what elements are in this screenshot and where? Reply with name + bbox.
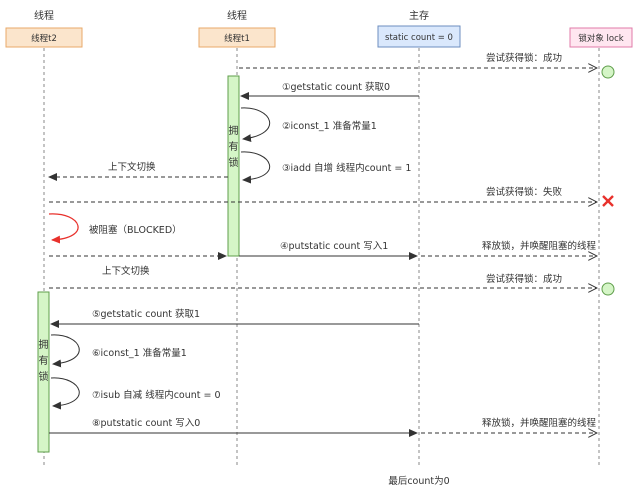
step7-label: ⑦isub 自减 线程内count = 0 (92, 389, 221, 401)
success-icon (601, 282, 615, 296)
main-box-label: static count = 0 (385, 33, 453, 43)
final-result-label: 最后count为0 (388, 475, 449, 487)
step4-label: ④putstatic count 写入1 (280, 241, 388, 252)
step8-label: ⑧putstatic count 写入0 (92, 418, 200, 429)
step2-self-arrow (240, 107, 271, 143)
step6-self-arrow (50, 334, 80, 368)
release-1-label: 释放锁，并唤醒阻塞的线程 (482, 240, 597, 252)
t1-activation-label: 拥有锁 (229, 124, 239, 169)
fail-icon (602, 195, 614, 207)
success-icon (601, 65, 615, 79)
t1-activation-bar: 拥有锁 (227, 75, 240, 257)
blocked-self-arrow (48, 213, 79, 244)
t2-activation-label: 拥有锁 (39, 338, 49, 383)
step6-label: ⑥iconst_1 准备常量1 (92, 347, 187, 359)
try-lock-3-label: 尝试获得锁：成功 (486, 273, 562, 285)
t2-top-label: 线程 (34, 9, 54, 22)
step7-self-arrow (50, 377, 80, 410)
t1-top-label: 线程 (227, 9, 247, 22)
step1-label: ①getstatic count 获取0 (282, 82, 390, 93)
try-lock-1-label: 尝试获得锁：成功 (486, 52, 562, 64)
context-switch-1-label: 上下文切换 (108, 161, 156, 173)
step3-label: ③iadd 自增 线程内count = 1 (282, 162, 411, 174)
main-top-label: 主存 (409, 9, 429, 22)
lock-box-label: 锁对象 lock (578, 33, 623, 44)
step3-self-arrow (240, 151, 271, 184)
context-switch-2-label: 上下文切换 (102, 265, 150, 277)
lock-object-box: 锁对象 lock (569, 27, 633, 48)
release-2-label: 释放锁，并唤醒阻塞的线程 (482, 417, 597, 429)
step5-label: ⑤getstatic count 获取1 (92, 309, 200, 320)
main-memory-box: static count = 0 (377, 25, 461, 48)
t2-box-label: 线程t2 (31, 33, 57, 44)
t2-participant-box: 线程t2 (5, 27, 83, 48)
t1-box-label: 线程t1 (224, 33, 250, 44)
step2-label: ②iconst_1 准备常量1 (282, 120, 377, 132)
t1-participant-box: 线程t1 (198, 27, 276, 48)
try-lock-2-label: 尝试获得锁：失败 (486, 186, 563, 198)
blocked-label: 被阻塞（BLOCKED） (89, 224, 182, 236)
t2-activation-bar: 拥有锁 (37, 291, 50, 453)
